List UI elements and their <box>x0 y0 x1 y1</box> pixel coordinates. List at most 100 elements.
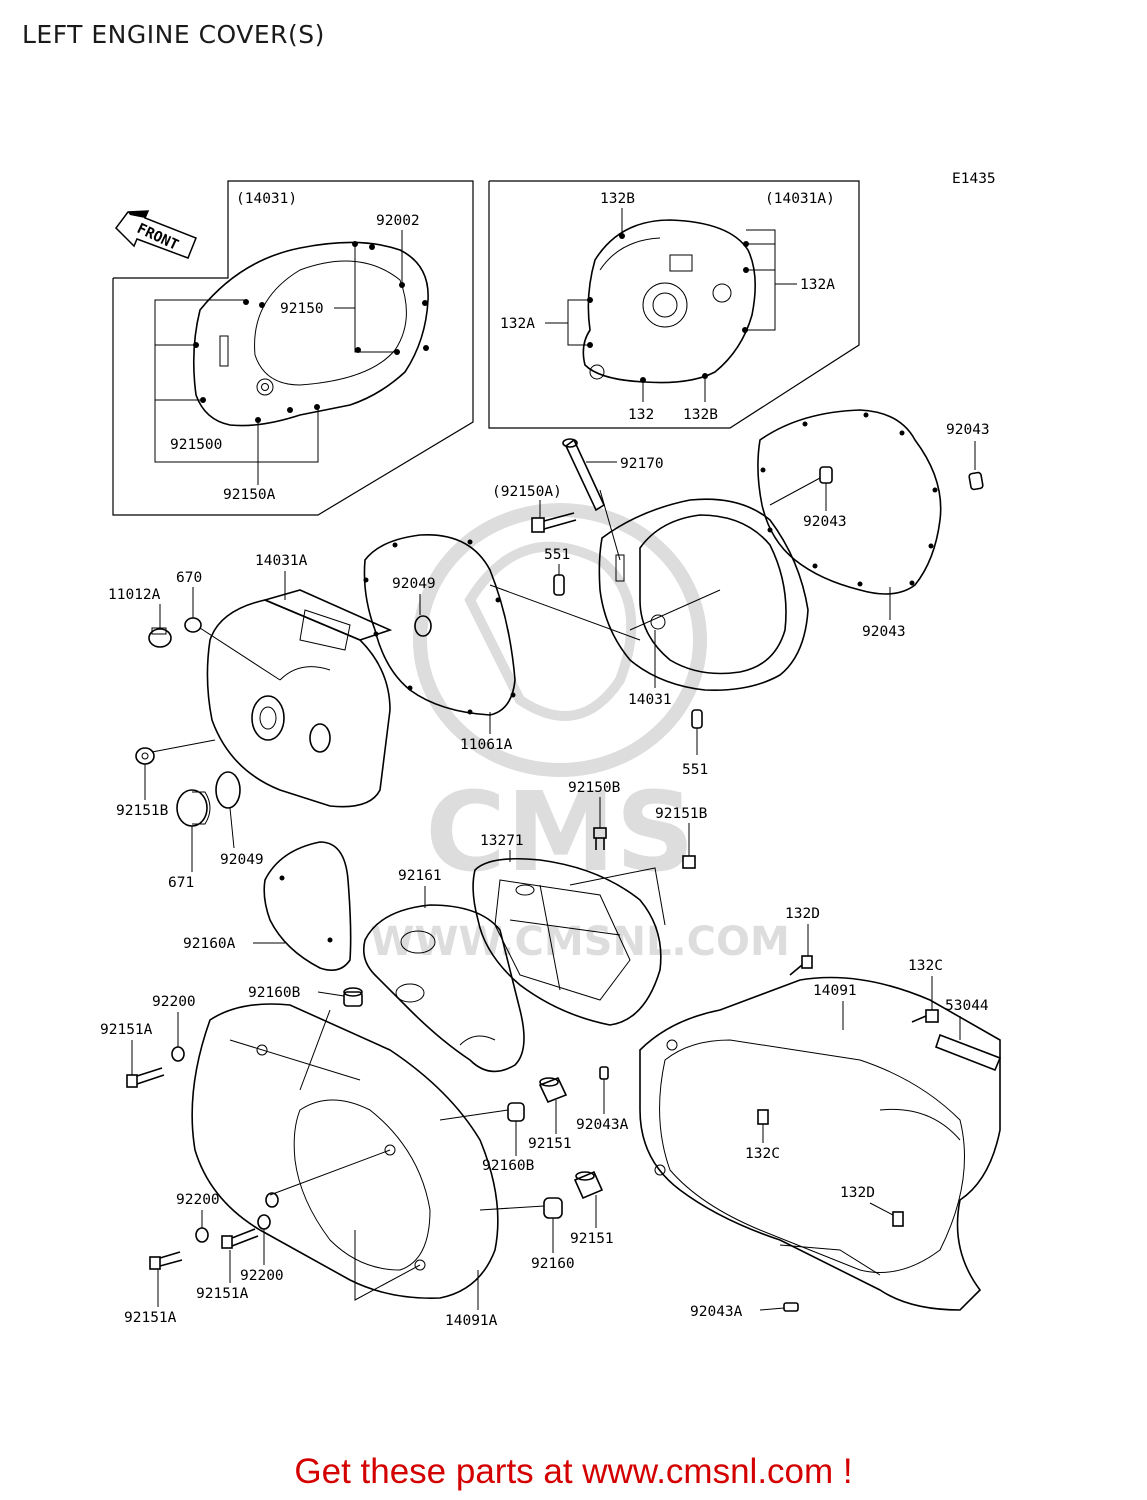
callout-14031: 14031 <box>628 692 672 708</box>
part-92160B-spacer-2 <box>507 1102 525 1122</box>
callout-92200-top: 92200 <box>152 994 196 1010</box>
footer-link[interactable]: Get these parts at www.cmsnl.com ! <box>294 1452 853 1491</box>
part-11061A-gasket <box>363 534 516 716</box>
callout-92049-top: 92049 <box>392 576 436 592</box>
watermark-url: WWW.CMSNL.COM <box>370 919 790 965</box>
callout-92160: 92160 <box>531 1256 575 1272</box>
inset-box-14031A: (14031A) 132B 132A 132A 132 132B <box>488 180 860 429</box>
part-671-oring <box>215 771 241 809</box>
callout-11061A: 11061A <box>460 737 513 753</box>
cms-watermark: CMS WWW.CMSNL.COM <box>370 503 790 965</box>
part-13271-plate <box>472 857 666 1026</box>
callout-92160B-top: 92160B <box>248 985 301 1001</box>
callout-13271: 13271 <box>480 833 524 849</box>
part-11061-gasket: 92043 <box>757 409 942 640</box>
front-arrow-icon: FRONT <box>115 210 197 259</box>
part-14091A-cover <box>191 1003 499 1299</box>
part-92049-washer <box>135 747 155 765</box>
part-14031A-housing <box>206 589 393 808</box>
callout-11012A: 11012A <box>108 587 161 603</box>
callout-92151A-mid: 92151A <box>196 1286 249 1302</box>
callout-14031A: 14031A <box>255 553 308 569</box>
part-92043-dowel-2 <box>819 466 833 484</box>
part-132C-bolt-2 <box>757 1109 769 1125</box>
callout-92043-mid: 92043 <box>803 514 847 530</box>
callout-92170: 92170 <box>620 456 664 472</box>
callout-92151A-top: 92151A <box>100 1022 153 1038</box>
callout-671: 92049 <box>220 852 264 868</box>
callout-92002: 92002 <box>376 213 420 229</box>
callout-92200-mid: 92200 <box>176 1192 220 1208</box>
part-92170-rod <box>562 438 606 512</box>
part-132D-bolt <box>789 955 813 976</box>
part-92200-washer-2 <box>265 1192 279 1208</box>
part-92151A-bolt-3 <box>149 1251 183 1270</box>
part-53044-key <box>935 1033 1002 1072</box>
callout-92151A-bottom: 92151A <box>124 1310 177 1326</box>
callout-11061: 92043 <box>862 624 906 640</box>
part-551-pin <box>553 574 565 596</box>
part-92160A-plate <box>263 841 352 971</box>
callout-551-bottom: 551 <box>682 762 708 778</box>
diagram-code: E1435 <box>952 171 996 187</box>
callout-132A-right: 132A <box>800 277 835 293</box>
part-92150A-bolt <box>531 512 577 533</box>
part-92043-dowel <box>968 471 984 491</box>
inset-label-14031: (14031) <box>236 191 297 207</box>
part-670-oring <box>184 617 202 633</box>
callout-132D-top: 132D <box>785 906 820 922</box>
callout-92043-top: 92043 <box>946 422 990 438</box>
callout-132B-bottom: 132B <box>683 407 718 423</box>
callout-92200-bottom: 92200 <box>240 1268 284 1284</box>
callout-92049-bottom: 92151B <box>116 803 169 819</box>
part-14091-case <box>639 976 1001 1311</box>
part-92200-washer <box>171 1046 185 1062</box>
part-92160-spacer <box>543 1197 563 1219</box>
part-92151A-bolt-2 <box>221 1228 259 1249</box>
part-14031-cover <box>598 498 809 692</box>
callout-551-top: 551 <box>544 547 570 563</box>
callout-132B-top: 132B <box>600 191 635 207</box>
part-92161-insulator <box>362 904 525 1073</box>
part-92151A-bolt <box>126 1067 165 1088</box>
part-92200-washer-4 <box>257 1214 271 1230</box>
part-92043A-dowel <box>599 1066 609 1080</box>
inset-box-14031: (14031) 92002 92150 921500 92150A <box>112 180 474 516</box>
callout-132: 132 <box>628 407 654 423</box>
callout-92161: 92161 <box>398 868 442 884</box>
part-92151-collar <box>538 1076 568 1104</box>
part-11012-cap <box>176 789 211 827</box>
part-92043A-dowel-2 <box>783 1302 799 1312</box>
callout-132C-top: 132C <box>908 958 943 974</box>
inset-label-14031A: (14031A) <box>765 191 835 207</box>
callout-92151-bottom: 92151 <box>570 1231 614 1247</box>
part-11012A-cap <box>148 627 172 648</box>
part-132D-bolt-2 <box>892 1211 904 1227</box>
callout-92160A: 92160A <box>183 936 236 952</box>
part-92151-collar-2 <box>573 1170 604 1200</box>
callout-53044: 53044 <box>945 998 989 1014</box>
callout-92043A-bottom: 92043A <box>690 1304 743 1320</box>
callout-92150A-paren: (92150A) <box>492 484 562 500</box>
callout-92150A-box: 92150A <box>223 487 276 503</box>
callout-921500: 921500 <box>170 437 222 453</box>
callout-670: 670 <box>176 570 202 586</box>
callout-11012: 671 <box>168 875 194 891</box>
callout-92043A-mid: 92043A <box>576 1117 629 1133</box>
part-132C-bolt <box>911 1009 939 1023</box>
callout-92150: 92150 <box>280 301 324 317</box>
part-92160B-spacer <box>343 987 363 1007</box>
callout-14091A: 14091A <box>445 1313 498 1329</box>
callout-92150B: 92150B <box>568 780 621 796</box>
callout-92151-top: 92151 <box>528 1136 572 1152</box>
part-551-pin-2 <box>691 709 703 729</box>
callout-92151B: 92151B <box>655 806 708 822</box>
callout-92160B-mid: 92160B <box>482 1158 535 1174</box>
callout-132A-left: 132A <box>500 316 535 332</box>
callout-132D-bottom: 132D <box>840 1185 875 1201</box>
callout-14091: 14091 <box>813 983 857 999</box>
part-92200-washer-3 <box>195 1227 209 1243</box>
page-title: LEFT ENGINE COVER(S) <box>22 20 325 49</box>
callout-132C-mid: 132C <box>745 1146 780 1162</box>
